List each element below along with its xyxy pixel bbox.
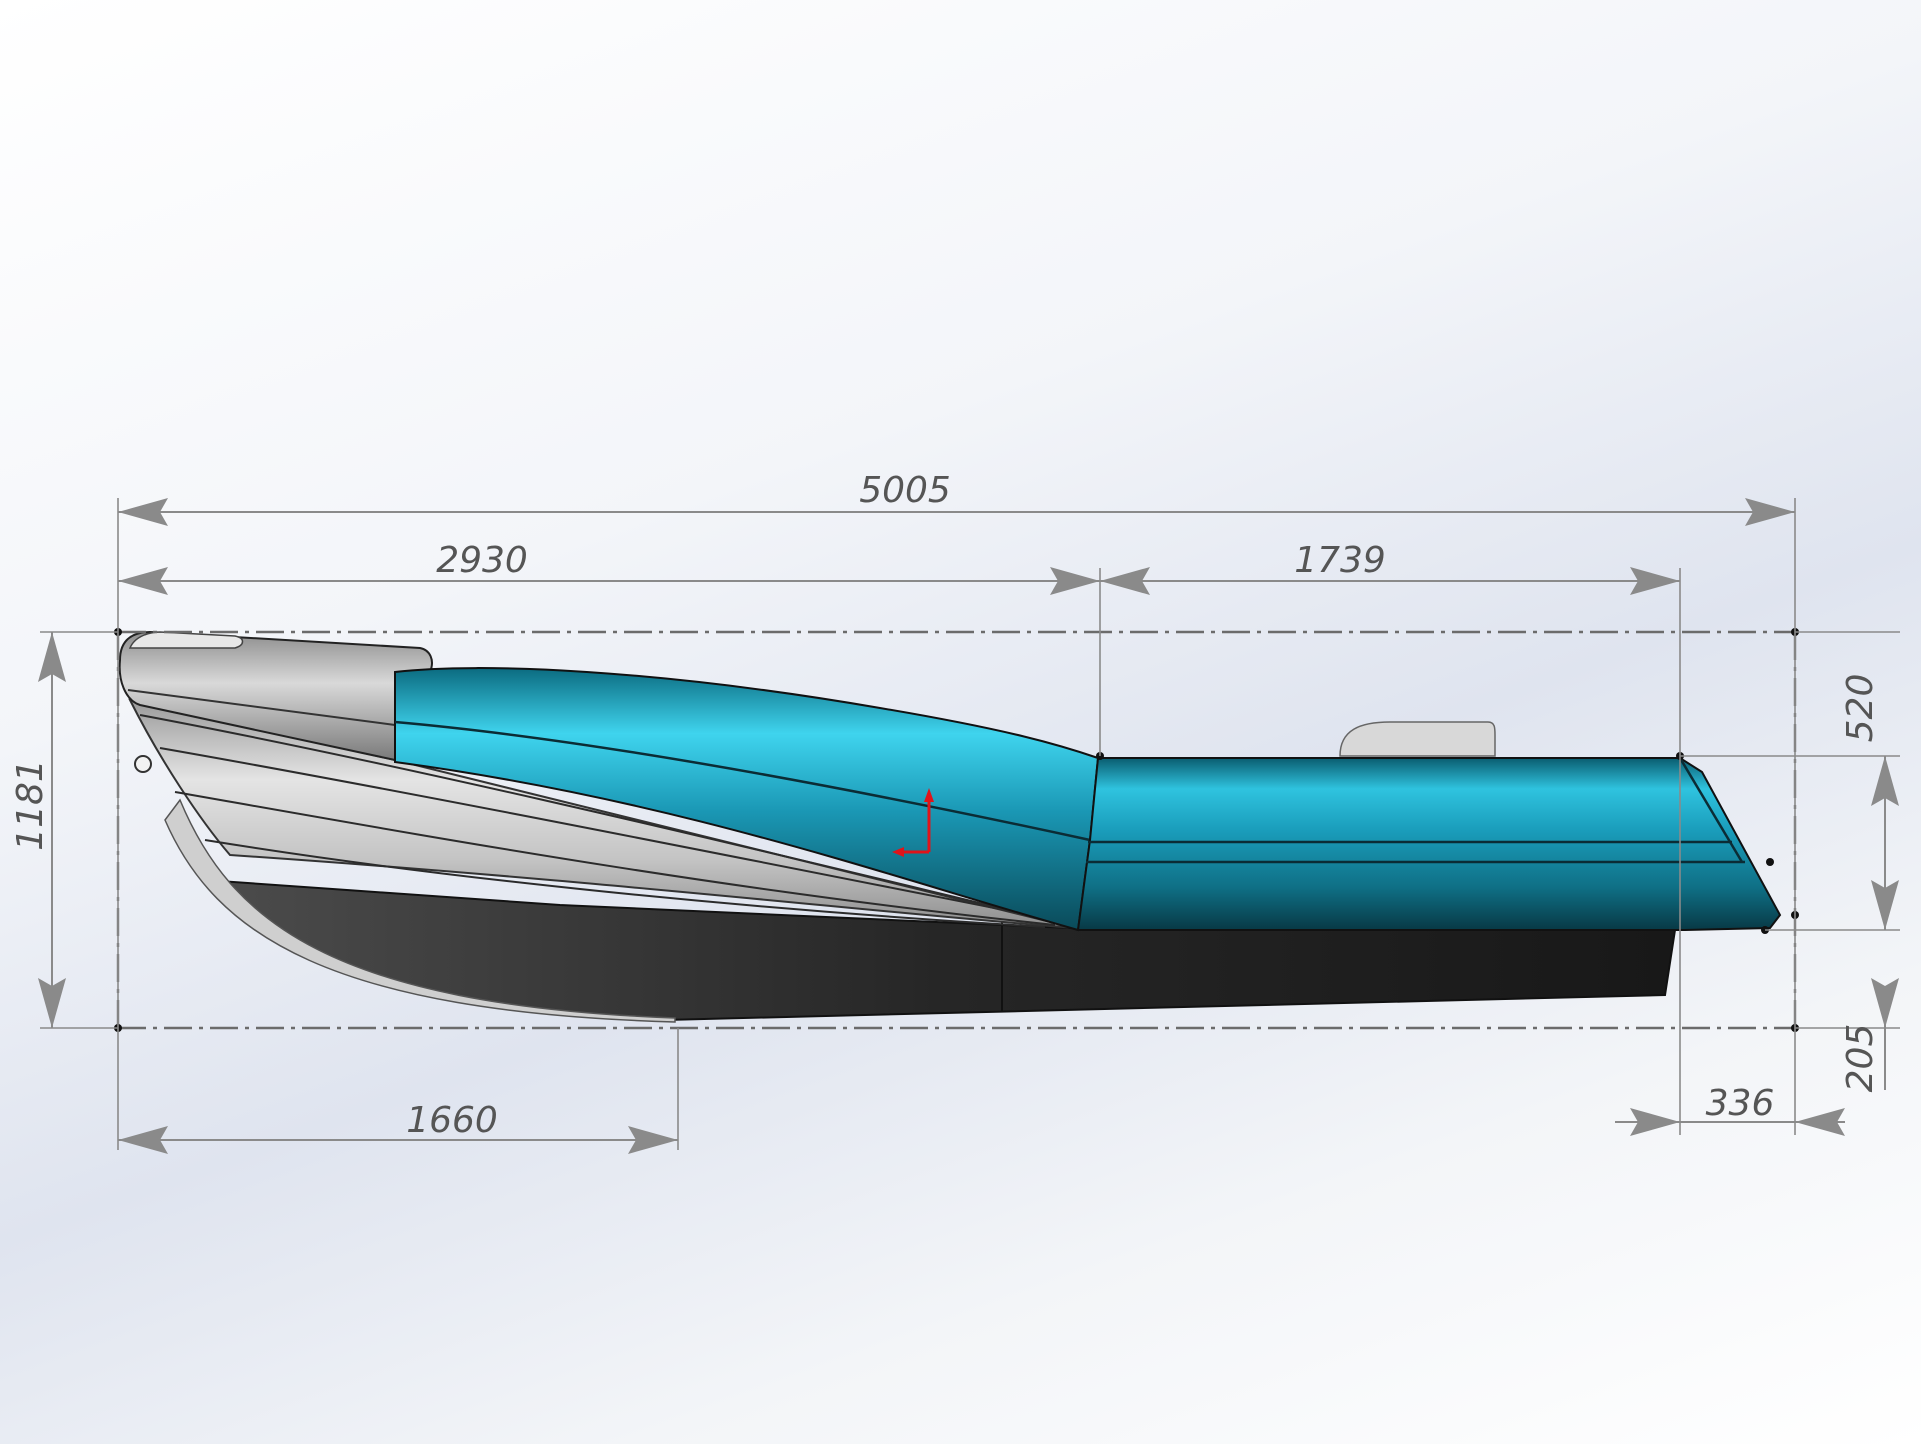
dimension-overall-height: 1181 [10,632,66,1028]
dimension-transom-offset: 336 [1615,1083,1845,1136]
dimension-label-aft-tube-length: 1739 [1294,540,1386,581]
bow-roll-tube [118,630,433,762]
dimension-tube-height: 520 [1840,674,1899,930]
dimension-label-overall-length: 5005 [859,470,951,511]
bow-roll-tube-seam [127,689,396,726]
dimension-bow-section-length: 2930 [118,540,1100,595]
outboard-pad [1339,721,1496,757]
dimension-label-transom-drop: 205 [1840,1024,1881,1093]
hull-strakes [139,714,1071,928]
extension-lines [40,498,1900,1150]
dimension-label-overall-height: 1181 [10,759,51,851]
dimension-keel-length: 1660 [118,1100,678,1154]
dimension-label-bow-section-length: 2930 [436,540,528,581]
reference-points [114,628,1799,1032]
inflatable-tube-bow [394,667,1100,932]
bow-eye [134,755,152,773]
inflatable-tube-aft [1076,757,1782,931]
keel-skeg [164,798,676,1023]
dimension-overall-length: 5005 [118,470,1795,526]
tube-aft-seams [1086,757,1745,864]
origin-triad [892,788,934,857]
boat-body [118,630,1782,1023]
tube-bow-seam [394,720,1091,842]
dimension-label-transom-offset: 336 [1706,1083,1775,1124]
bow-top-rail [128,631,244,649]
dimension-aft-tube-length: 1739 [1100,540,1680,595]
dimension-label-tube-height: 520 [1840,674,1881,743]
dimension-transom-drop: 205 [1840,978,1899,1092]
dimension-label-keel-length: 1660 [406,1100,498,1141]
